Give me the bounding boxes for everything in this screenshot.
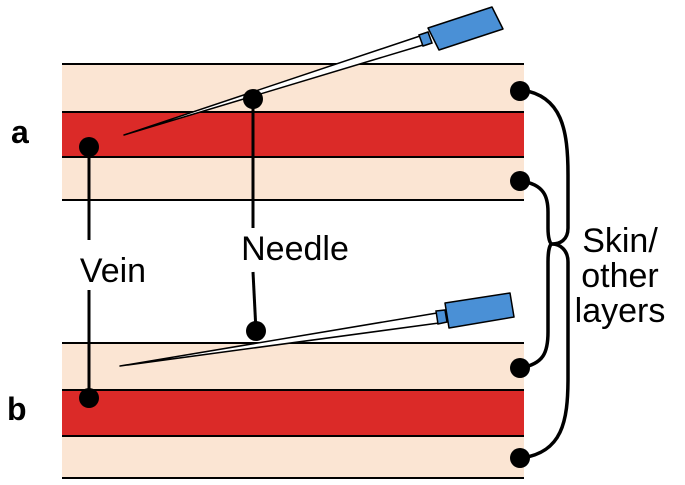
needle-marker-a: [243, 89, 263, 109]
skin-brace-inner: [519, 179, 554, 370]
panel-label-b: b: [7, 391, 27, 427]
panel-a-vein-band: [62, 112, 524, 157]
skin-label-line2: other: [581, 257, 659, 295]
skin-marker-b-lower: [510, 448, 530, 468]
vein-marker-a: [79, 137, 99, 157]
skin-brace-outer: [521, 88, 570, 460]
needle-a-collar: [418, 31, 433, 47]
panel-label-a: a: [11, 114, 29, 150]
skin-label-line3: layers: [575, 292, 666, 330]
needle-b-hub: [444, 292, 515, 329]
skin-marker-b-upper: [510, 358, 530, 378]
panel-b-skin-upper: [62, 343, 524, 390]
needle-b-collar: [435, 309, 448, 325]
skin-marker-a-upper: [510, 81, 530, 101]
vein-label: Vein: [80, 252, 146, 290]
panel-a-skin-lower: [62, 157, 524, 200]
panel-a-tissue: [62, 63, 524, 201]
skin-marker-a-lower: [510, 171, 530, 191]
needle-a: [123, 6, 504, 136]
skin-callout: Skin/ other layers: [510, 81, 665, 468]
needle-a-hub: [427, 6, 504, 51]
needle-b: [119, 292, 515, 367]
panel-b-tissue: [62, 342, 524, 479]
panel-b-vein-band: [62, 390, 524, 436]
vein-marker-b: [79, 388, 99, 408]
needle-marker-b: [246, 321, 266, 341]
panel-b-skin-lower: [62, 436, 524, 478]
needle-callout: Needle: [241, 89, 349, 341]
skin-label-line1: Skin/: [582, 222, 658, 260]
panel-a-skin-upper: [62, 64, 524, 112]
needle-label: Needle: [241, 230, 349, 268]
vein-callout: Vein: [79, 137, 146, 408]
